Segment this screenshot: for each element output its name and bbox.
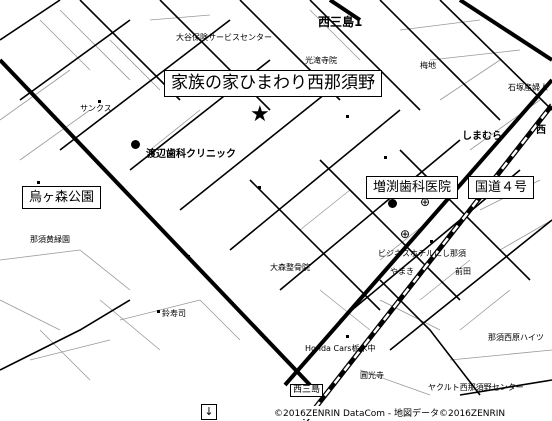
poi-label: 鈴寿司 <box>162 309 186 318</box>
small-markers <box>37 100 433 338</box>
park-label: 烏ヶ森公園 <box>22 186 102 209</box>
poi-label: 大森整骨院 <box>270 263 310 272</box>
poi-label: 西 <box>536 125 546 136</box>
poi-label: 那須西原ハイツ <box>488 333 544 342</box>
poi-label: 圓光寺 <box>360 371 384 380</box>
star-icon[interactable]: ★ <box>250 102 270 127</box>
facility-title-label: 家族の家ひまわり西那須野 <box>164 70 382 97</box>
copyright-label: ©2016ZENRIN DataCom - 地図データ©2016ZENRIN <box>272 406 508 419</box>
poi-label: ヤクルト西那須野センター <box>428 383 524 392</box>
route-label: 国道４号 <box>468 176 535 199</box>
poi-label: 渡辺歯科クリニック <box>146 149 236 160</box>
station-label: 西三島 <box>290 384 324 397</box>
poi-label: 梅地 <box>420 61 436 70</box>
poi-label: ビジネスホテルにし那須 <box>378 249 466 258</box>
poi-label: サンクス <box>80 104 112 113</box>
railway <box>303 103 552 421</box>
poi-label: やまき <box>390 267 414 276</box>
major-roads <box>0 0 552 387</box>
hospital-label: 増渕歯科医院 <box>366 176 459 199</box>
poi-label: 前田 <box>455 267 471 276</box>
down-arrow-icon[interactable]: ↓ <box>201 404 217 420</box>
poi-label: しまむら <box>462 131 502 142</box>
poi-label: 光滝寺院 <box>305 56 337 65</box>
area-label: 西三島1 <box>318 15 363 29</box>
gas-station-icon: ⊕ <box>420 195 431 209</box>
gas-station-icon: ⊕ <box>400 227 411 241</box>
poi-label: 那須黄緑園 <box>30 235 70 244</box>
minor-roads <box>0 0 552 396</box>
poi-label: 石塚産婦人 <box>508 83 548 92</box>
poi-label: 大谷保険サービスセンター <box>176 33 272 42</box>
poi-label: Honda Cars栃木中 <box>305 344 376 353</box>
filled-circle-icon[interactable] <box>388 199 397 208</box>
filled-circle-icon[interactable] <box>131 140 140 149</box>
